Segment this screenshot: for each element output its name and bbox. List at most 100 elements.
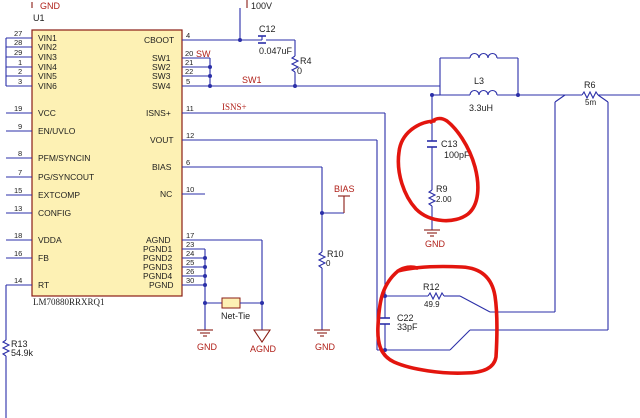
svg-text:VIN3: VIN3 bbox=[38, 52, 57, 62]
svg-text:13: 13 bbox=[14, 204, 22, 213]
r4-symbol bbox=[290, 55, 300, 73]
svg-text:ISNS+: ISNS+ bbox=[146, 108, 171, 118]
svg-text:25: 25 bbox=[186, 258, 194, 267]
pin-config: 13 CONFIG bbox=[6, 204, 71, 218]
c22-ref: C22 bbox=[397, 313, 414, 323]
net-label-sw1: SW1 bbox=[242, 75, 262, 85]
svg-text:11: 11 bbox=[186, 104, 194, 113]
c22-diag bbox=[449, 329, 471, 351]
c13-ref: C13 bbox=[441, 139, 458, 149]
pin-vcc: 19 VCC bbox=[6, 104, 56, 118]
nettie-label: Net-Tie bbox=[221, 311, 250, 321]
svg-text:PGND2: PGND2 bbox=[143, 253, 173, 263]
c12-value: 0.047uF bbox=[259, 46, 293, 56]
svg-text:18: 18 bbox=[14, 231, 22, 240]
pin-pfm-syncin: 8 PFM/SYNCIN bbox=[6, 149, 90, 163]
r6-value: 5m bbox=[585, 98, 596, 107]
svg-text:SW3: SW3 bbox=[152, 71, 171, 81]
svg-text:23: 23 bbox=[186, 240, 194, 249]
svg-text:12: 12 bbox=[186, 131, 194, 140]
net-label-100v: 100V bbox=[251, 1, 272, 11]
c22-value: 33pF bbox=[397, 322, 418, 332]
gnd-symbol-r9 bbox=[424, 229, 440, 237]
svg-text:4: 4 bbox=[186, 31, 190, 40]
ic-part: LM70880RRXRQ1 bbox=[33, 297, 105, 307]
pin-vin3: 29 VIN3 bbox=[6, 48, 57, 62]
r13-value: 54.9k bbox=[11, 348, 34, 358]
svg-text:SW1: SW1 bbox=[152, 53, 171, 63]
r10-symbol bbox=[317, 251, 327, 269]
svg-text:14: 14 bbox=[14, 276, 22, 285]
net-label-gnd-r10: GND bbox=[315, 342, 336, 352]
r12-symbol bbox=[427, 291, 445, 301]
svg-text:VIN5: VIN5 bbox=[38, 71, 57, 81]
svg-text:8: 8 bbox=[18, 149, 22, 158]
pin-isns: 11 ISNS+ bbox=[146, 104, 210, 118]
svg-text:CBOOT: CBOOT bbox=[144, 35, 174, 45]
svg-text:CONFIG: CONFIG bbox=[38, 208, 71, 218]
svg-text:AGND: AGND bbox=[146, 235, 171, 245]
svg-text:1: 1 bbox=[18, 58, 22, 67]
svg-text:VIN2: VIN2 bbox=[38, 42, 57, 52]
r9-symbol bbox=[427, 189, 437, 207]
r12-ref: R12 bbox=[423, 282, 440, 292]
svg-text:26: 26 bbox=[186, 267, 194, 276]
svg-text:27: 27 bbox=[14, 29, 22, 38]
r4-value: 0 bbox=[297, 66, 302, 76]
svg-text:16: 16 bbox=[14, 249, 22, 258]
svg-text:9: 9 bbox=[18, 122, 22, 131]
svg-text:30: 30 bbox=[186, 276, 194, 285]
junction-pgnd2 bbox=[203, 256, 207, 260]
junction-pgnd3 bbox=[203, 265, 207, 269]
svg-text:PGND: PGND bbox=[149, 280, 174, 290]
svg-text:15: 15 bbox=[14, 186, 22, 195]
junction-r4 bbox=[293, 84, 297, 88]
annotation-circle-c13-r9 bbox=[396, 116, 480, 223]
net-label-bias: BIAS bbox=[334, 184, 355, 194]
nettie-symbol bbox=[221, 297, 241, 309]
svg-text:VCC: VCC bbox=[38, 108, 56, 118]
svg-text:28: 28 bbox=[14, 38, 22, 47]
r13-symbol bbox=[1, 339, 11, 357]
svg-text:10: 10 bbox=[186, 185, 194, 194]
c12-ref: C12 bbox=[259, 24, 276, 34]
net-label-gnd-pgnd: GND bbox=[197, 342, 218, 352]
svg-text:29: 29 bbox=[14, 48, 22, 57]
r12-diag bbox=[459, 295, 491, 313]
junction-pgnd4 bbox=[203, 274, 207, 278]
r6-kelvin-left bbox=[554, 94, 566, 103]
net-label-agnd: AGND bbox=[250, 344, 277, 354]
r6-ref: R6 bbox=[584, 80, 596, 90]
inductor-upper-symbol bbox=[469, 52, 498, 59]
l3-value: 3.3uH bbox=[469, 103, 493, 113]
svg-text:21: 21 bbox=[185, 58, 193, 67]
svg-text:3: 3 bbox=[18, 77, 22, 86]
gnd-symbol-r10 bbox=[314, 329, 330, 337]
l3-ref: L3 bbox=[474, 76, 484, 86]
svg-text:VIN6: VIN6 bbox=[38, 81, 57, 91]
c13-value: 100pF bbox=[444, 150, 470, 160]
svg-text:19: 19 bbox=[14, 104, 22, 113]
r12-value: 49.9 bbox=[424, 300, 440, 309]
pin-cboot: 4 CBOOT bbox=[144, 31, 205, 45]
svg-text:PFM/SYNCIN: PFM/SYNCIN bbox=[38, 153, 90, 163]
svg-text:PG/SYNCOUT: PG/SYNCOUT bbox=[38, 172, 94, 182]
r4-ref: R4 bbox=[300, 56, 312, 66]
svg-text:FB: FB bbox=[38, 253, 49, 263]
junction-pgnd bbox=[203, 283, 207, 287]
svg-text:17: 17 bbox=[186, 231, 194, 240]
